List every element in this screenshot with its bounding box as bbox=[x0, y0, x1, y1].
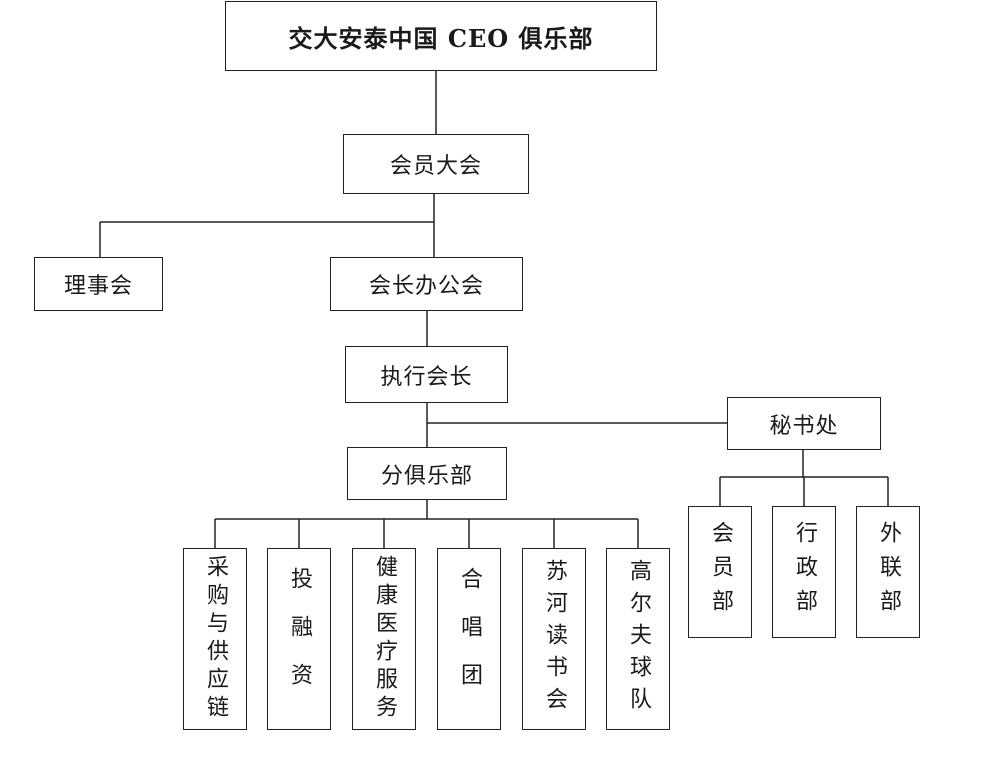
secretariat-dept-membership: 会员部 bbox=[688, 506, 752, 638]
branch-dept-label: 苏河读书会 bbox=[542, 559, 567, 719]
branch-dept-healthcare: 健康医疗服务 bbox=[352, 548, 416, 730]
secretariat-dept-label: 行政部 bbox=[792, 521, 817, 623]
general-meeting-label: 会员大会 bbox=[389, 154, 482, 179]
executive-president-box: 执行会长 bbox=[345, 346, 508, 403]
branch-dept-supply-chain: 采购与供应链 bbox=[183, 548, 247, 730]
secretariat-dept-external-relations: 外联部 bbox=[856, 506, 920, 638]
secretariat-dept-administration: 行政部 bbox=[772, 506, 836, 638]
secretariat-dept-label: 外联部 bbox=[876, 521, 901, 623]
branch-dept-label: 健康医疗服务 bbox=[372, 555, 397, 723]
branch-dept-label: 投融资 bbox=[287, 567, 312, 711]
president-office-label: 会长办公会 bbox=[368, 274, 484, 299]
branch-clubs-label: 分俱乐部 bbox=[380, 463, 473, 489]
president-office-box: 会长办公会 bbox=[330, 257, 523, 311]
secretariat-box: 秘书处 bbox=[727, 397, 881, 450]
executive-president-label: 执行会长 bbox=[380, 364, 473, 390]
branch-dept-label: 合唱团 bbox=[457, 567, 482, 711]
club-title: 交大安泰中国 CEO 俱乐部 bbox=[288, 23, 594, 53]
secretariat-label: 秘书处 bbox=[769, 413, 839, 439]
branch-dept-reading-club: 苏河读书会 bbox=[522, 548, 586, 730]
branch-dept-label: 高尔夫球队 bbox=[626, 559, 651, 719]
secretariat-dept-label: 会员部 bbox=[708, 521, 733, 623]
board-label: 理事会 bbox=[63, 274, 133, 299]
branch-dept-golf-team: 高尔夫球队 bbox=[606, 548, 670, 730]
board-box: 理事会 bbox=[34, 257, 163, 311]
branch-dept-investment: 投融资 bbox=[267, 548, 331, 730]
branch-dept-label: 采购与供应链 bbox=[203, 555, 228, 723]
branch-dept-choir: 合唱团 bbox=[437, 548, 501, 730]
club-title-box: 交大安泰中国 CEO 俱乐部 bbox=[225, 1, 657, 71]
branch-clubs-box: 分俱乐部 bbox=[347, 447, 507, 500]
general-meeting-box: 会员大会 bbox=[343, 134, 529, 194]
